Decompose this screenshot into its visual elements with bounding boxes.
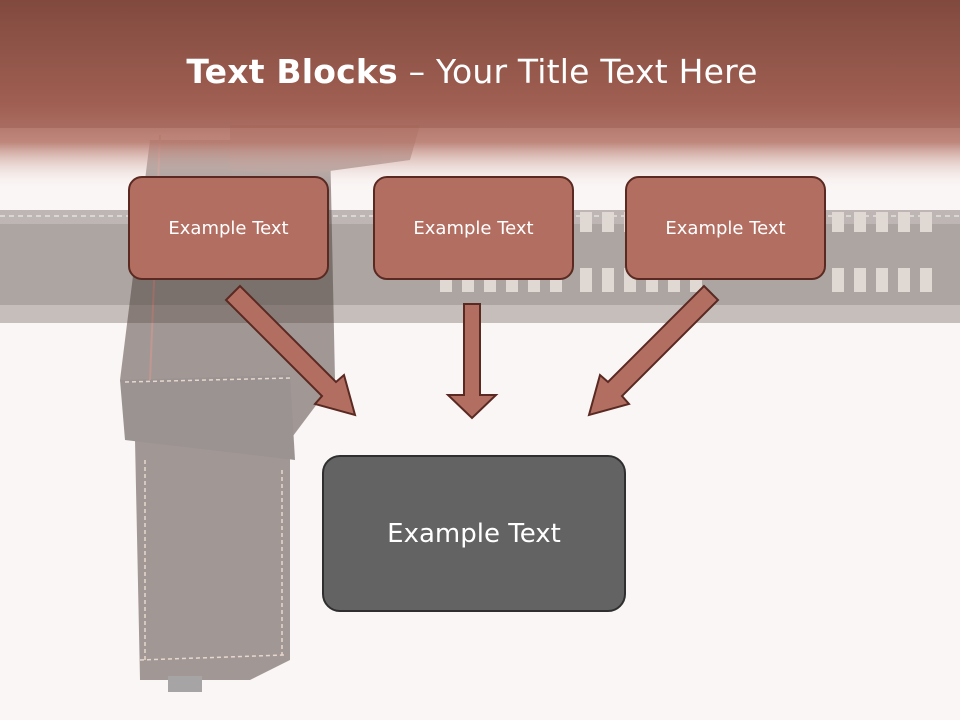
arrow-center	[445, 303, 499, 420]
page-title: Text Blocks – Your Title Text Here	[0, 52, 944, 91]
text-block-1-label: Example Text	[168, 217, 289, 239]
arrow-left	[224, 284, 357, 417]
result-block-label: Example Text	[387, 518, 561, 549]
title-rest: Your Title Text Here	[435, 52, 758, 91]
title-bold-part: Text Blocks	[186, 52, 398, 91]
text-block-2-label: Example Text	[413, 217, 534, 239]
text-block-1[interactable]: Example Text	[128, 176, 329, 280]
arrow-right	[587, 284, 720, 417]
text-block-2[interactable]: Example Text	[373, 176, 574, 280]
result-block[interactable]: Example Text	[322, 455, 626, 612]
text-block-3[interactable]: Example Text	[625, 176, 826, 280]
text-block-3-label: Example Text	[665, 217, 786, 239]
title-separator: –	[397, 52, 436, 91]
